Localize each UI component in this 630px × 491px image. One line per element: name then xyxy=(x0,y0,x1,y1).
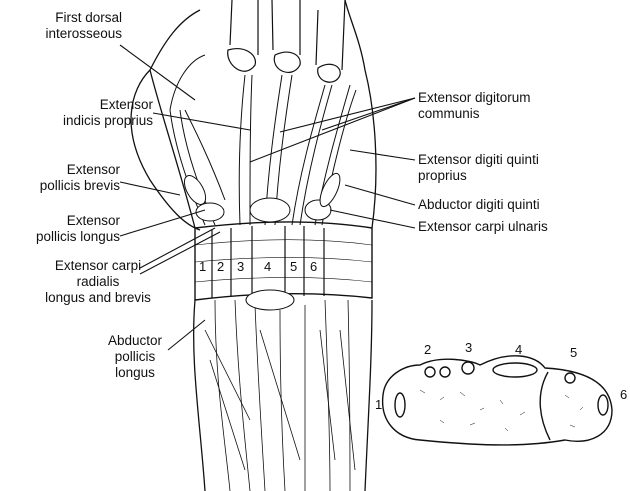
cross-section xyxy=(381,355,613,446)
label-line: pollicis brevis xyxy=(39,178,120,193)
cross-section-number: 6 xyxy=(620,387,628,402)
label-line: Extensor xyxy=(99,97,153,112)
compartment-number: 2 xyxy=(217,259,225,274)
label-line: longus xyxy=(115,365,155,380)
label-line: pollicis longus xyxy=(35,229,120,244)
label-line: Extensor carpi xyxy=(54,258,142,273)
cross-section-number: 2 xyxy=(424,342,432,357)
label-line: pollicis xyxy=(114,349,156,364)
hand-outline xyxy=(149,0,377,229)
label-abductor-digiti-quinti: Abductor digiti quinti xyxy=(418,197,540,212)
cross-section-number: 5 xyxy=(570,345,578,360)
compartment-number: 6 xyxy=(310,259,318,274)
leader-lines xyxy=(119,44,416,351)
bone-texture xyxy=(419,389,584,432)
label-line: First dorsal xyxy=(55,10,122,25)
label-line: proprius xyxy=(418,168,467,183)
label-line: indicis proprius xyxy=(62,113,153,128)
compartment-number: 1 xyxy=(199,259,207,274)
label-line: Extensor xyxy=(66,162,120,177)
compartment-dividers xyxy=(211,226,325,298)
synovial-sheaths xyxy=(183,172,341,311)
thumb-outline xyxy=(130,69,201,231)
label-line: Extensor xyxy=(66,213,120,228)
cross-section-number: 3 xyxy=(465,340,473,355)
compartment-number: 4 xyxy=(264,259,272,274)
knuckles xyxy=(227,0,346,83)
label-line: radialis xyxy=(76,274,120,289)
label-line: interosseous xyxy=(45,26,122,41)
extensor-retinaculum xyxy=(194,221,373,301)
forearm-muscles xyxy=(204,299,356,491)
cross-section-number: 4 xyxy=(515,342,523,357)
compartment-number: 3 xyxy=(237,259,245,274)
retinaculum-striations xyxy=(194,239,373,283)
label-line: Extensor digitorum xyxy=(418,90,531,105)
label-line: longus and brevis xyxy=(45,290,151,305)
label-line: communis xyxy=(418,106,480,121)
label-line: Extensor digiti quinti xyxy=(418,152,539,167)
cross-section-number: 1 xyxy=(375,397,383,412)
label-extensor-carpi-ulnaris: Extensor carpi ulnaris xyxy=(418,219,548,234)
compartment-number: 5 xyxy=(290,259,298,274)
label-line: Abductor xyxy=(107,333,163,348)
forearm-outline xyxy=(193,299,373,491)
